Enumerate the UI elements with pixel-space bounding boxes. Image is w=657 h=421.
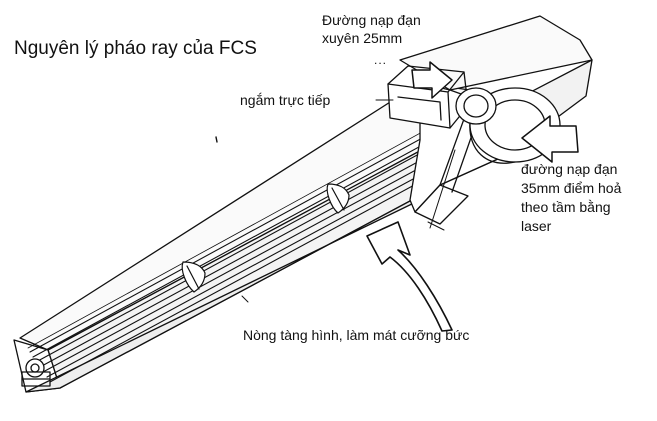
label-feed-25mm: Đường nạp đạn xuyên 25mm: [322, 11, 421, 47]
barrel-bands: [181, 183, 350, 293]
rotation-arrow: [366, 221, 453, 332]
stray-mark: [215, 136, 218, 143]
label-direct-sight: ngắm trực tiếp: [240, 92, 331, 108]
label-feed-25mm-line-2: xuyên 25mm: [322, 30, 403, 46]
label-feed-35mm-line-4: laser: [521, 218, 552, 234]
label-dots: ...: [374, 53, 388, 67]
breech-receiver: [455, 87, 497, 125]
label-feed-35mm-line-3: theo tầm bằng: [521, 199, 611, 215]
label-feed-25mm-line-1: Đường nạp đạn: [322, 12, 421, 28]
label-feed-35mm-line-1: đường nạp đạn: [521, 161, 618, 177]
label-feed-35mm: đường nạp đạn 35mm điểm hoả theo tầm bằn…: [521, 160, 621, 236]
feed-arrow-35mm: [521, 115, 579, 163]
feed-arrow-25mm: [411, 61, 453, 99]
leader-lines: [241, 99, 456, 303]
label-barrel: Nòng tàng hình, làm mát cưỡng bức: [243, 327, 470, 343]
muzzle-detail: [21, 358, 51, 387]
label-feed-35mm-line-2: 35mm điểm hoả: [521, 180, 622, 196]
diagram-title: Nguyên lý pháo ray của FCS: [14, 38, 257, 59]
